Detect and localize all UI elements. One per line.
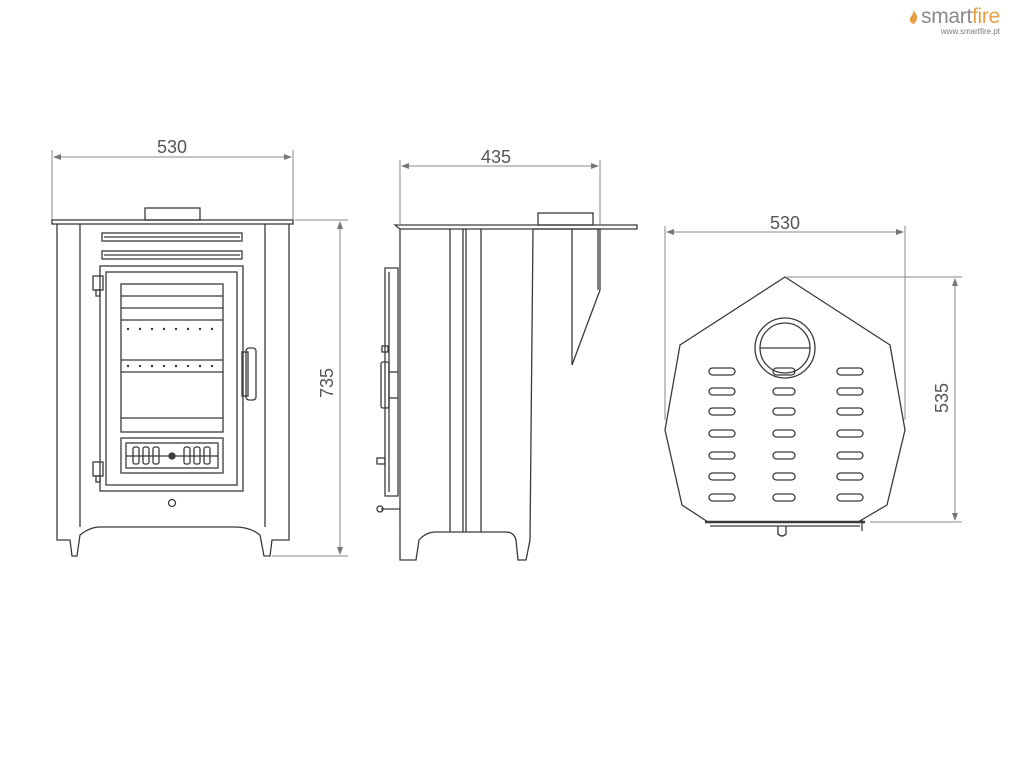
brand-url: www.smartfire.pt bbox=[940, 27, 1000, 36]
brand-logo: smartfire www.smartfire.pt bbox=[909, 6, 1000, 36]
side-view: 435 bbox=[376, 147, 638, 561]
front-height-label: 735 bbox=[317, 368, 337, 398]
flame-icon bbox=[909, 10, 918, 24]
brand-wordmark: smartfire bbox=[921, 6, 1000, 28]
top-width-dimension bbox=[664, 226, 906, 420]
top-depth-label: 535 bbox=[932, 383, 952, 413]
vent-slots bbox=[708, 367, 864, 502]
front-width-dimension bbox=[51, 150, 294, 220]
side-depth-dimension bbox=[399, 160, 601, 224]
side-depth-label: 435 bbox=[481, 147, 511, 167]
front-height-dimension bbox=[272, 219, 348, 557]
brand-name-fire: fire bbox=[972, 5, 1000, 28]
top-view: 530 535 bbox=[664, 213, 962, 537]
front-view: 530 735 bbox=[51, 137, 348, 557]
top-width-label: 530 bbox=[770, 213, 800, 233]
front-width-label: 530 bbox=[157, 137, 187, 157]
top-depth-dimension bbox=[787, 276, 962, 523]
brand-name-smart: smart bbox=[921, 5, 973, 28]
